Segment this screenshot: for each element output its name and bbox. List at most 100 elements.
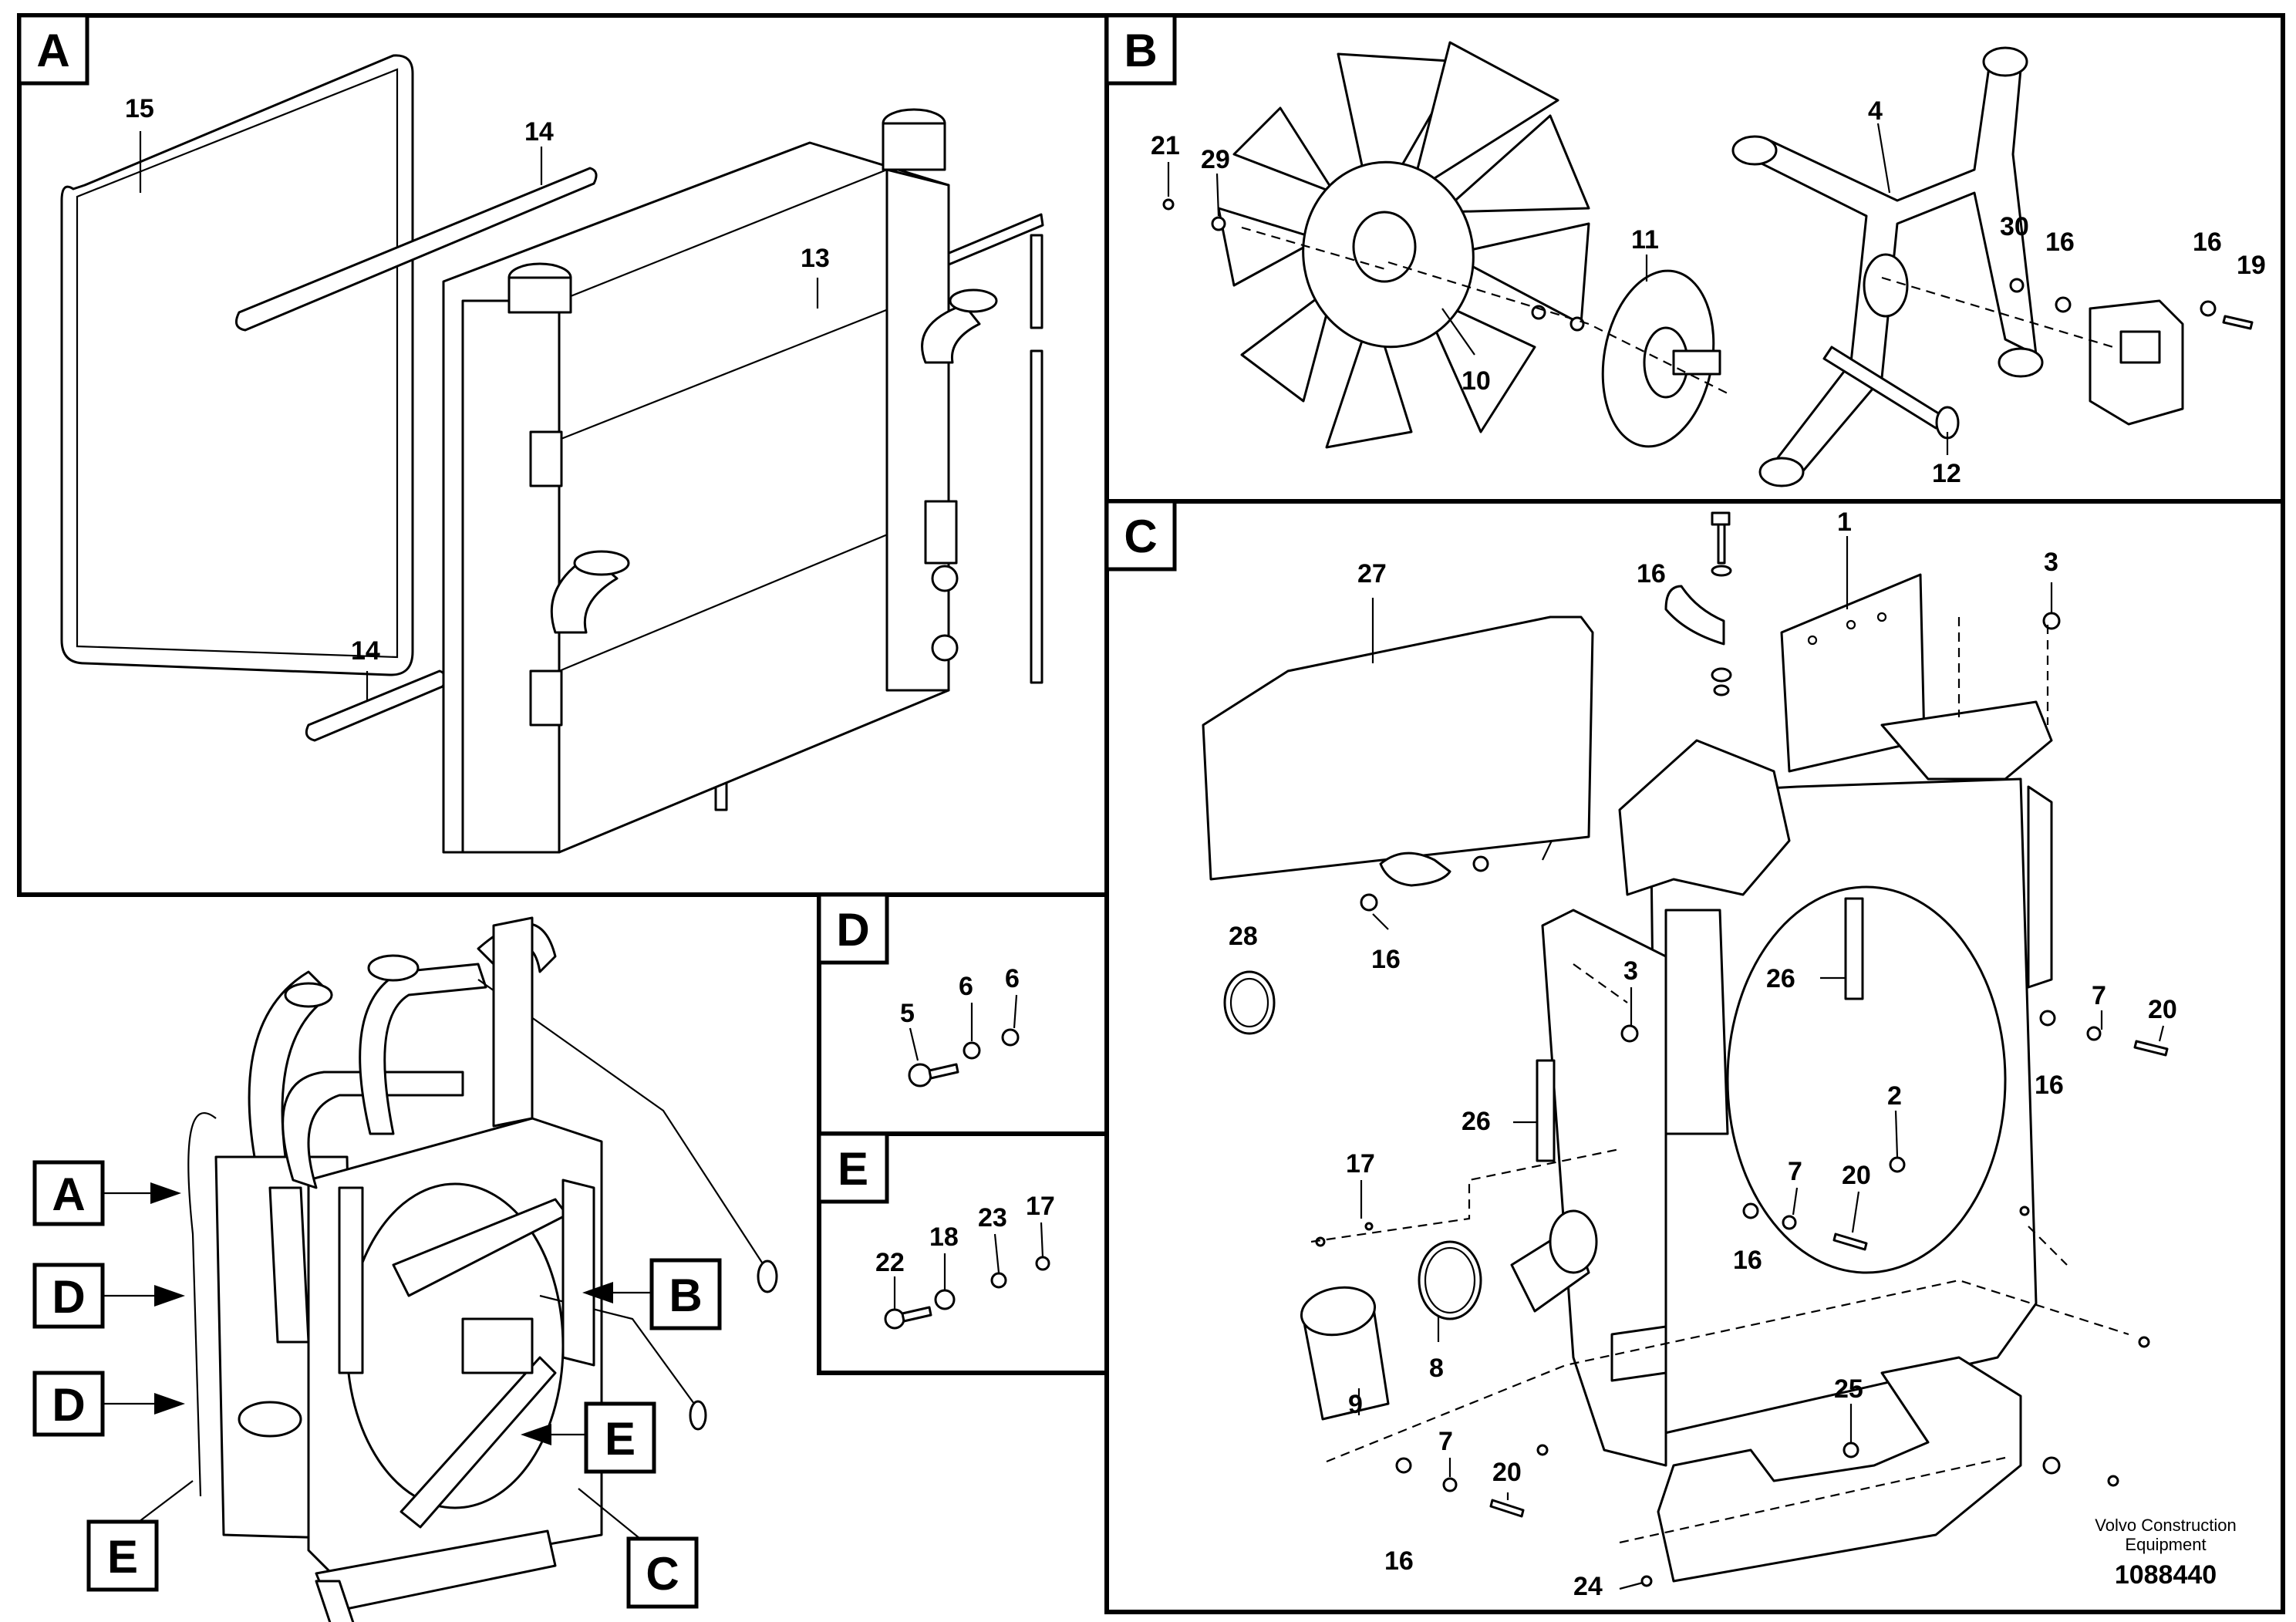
callout-c3a: 3	[2044, 548, 2058, 577]
strip-26-lower	[1536, 1059, 1556, 1162]
lower-guard	[1657, 1356, 2022, 1583]
callout-a13: 13	[801, 244, 830, 273]
callout-numbers: 15 14 13 14 21 29 10 11 4 12 30 16 16 19…	[125, 94, 2266, 1601]
callout-a14b: 14	[351, 636, 380, 666]
callout-d6a: 6	[959, 972, 973, 1001]
overview-tag-d-1: D	[32, 1263, 185, 1329]
callout-c16b: 16	[1371, 945, 1401, 974]
callout-b30: 30	[2000, 212, 2029, 241]
callout-b16a: 16	[2045, 228, 2075, 257]
callout-b21: 21	[1151, 131, 1180, 160]
shroud-1	[1541, 573, 2053, 1467]
callout-b4: 4	[1868, 96, 1883, 126]
svg-text:A: A	[52, 1168, 85, 1220]
callout-c26a: 26	[1766, 964, 1795, 993]
overview-tag-d-2: D	[32, 1371, 185, 1437]
fan-10	[1217, 41, 1590, 449]
panel-e-tag: E	[817, 1131, 889, 1204]
svg-text:B: B	[669, 1270, 702, 1321]
callout-e23: 23	[978, 1203, 1007, 1233]
fan-motor	[2089, 299, 2184, 426]
callout-c7b: 7	[1788, 1157, 1802, 1186]
panel-e-drawing	[884, 1222, 1050, 1330]
panel-d-drawing	[908, 994, 1020, 1088]
callout-c3b: 3	[1623, 956, 1638, 986]
brand-line-1: Volvo Construction	[2095, 1516, 2236, 1535]
overview-tag-c: C	[578, 1488, 699, 1609]
panel-d-tag: D	[817, 892, 889, 965]
panel-b-tag: B	[1104, 13, 1177, 86]
callout-c16d: 16	[1733, 1246, 1762, 1275]
callout-c25: 25	[1834, 1374, 1863, 1404]
overview-drawing	[187, 916, 778, 1622]
overview-tag-b: B	[582, 1258, 722, 1330]
cover-plate-27	[1202, 615, 1594, 881]
panel-a-tag: A	[17, 13, 89, 86]
svg-text:C: C	[646, 1548, 679, 1600]
radiator-core	[442, 108, 998, 854]
callout-e18: 18	[929, 1222, 959, 1252]
panel-c-drawing	[1202, 511, 2169, 1590]
drawing-footer: Volvo Construction Equipment 1088440	[2095, 1516, 2236, 1590]
callout-c24: 24	[1573, 1572, 1603, 1601]
callout-c16c: 16	[2035, 1071, 2064, 1100]
clamp-8	[1418, 1240, 1482, 1320]
pipe-connector	[1510, 1209, 1598, 1313]
callout-c7a: 7	[2092, 981, 2106, 1010]
overview-tag-e-1: E	[86, 1480, 194, 1592]
drawing-number: 1088440	[2115, 1560, 2217, 1590]
callout-c26b: 26	[1462, 1107, 1491, 1136]
svg-text:D: D	[52, 1271, 85, 1323]
callout-c17: 17	[1346, 1149, 1375, 1179]
callout-c16a: 16	[1637, 559, 1666, 588]
callout-b11: 11	[1631, 225, 1659, 255]
svg-text:D: D	[52, 1379, 85, 1431]
strip-26-upper	[1844, 897, 1864, 1000]
svg-text:C: C	[1124, 511, 1157, 562]
callout-b29: 29	[1201, 145, 1230, 174]
callout-c20b: 20	[1842, 1161, 1871, 1190]
callout-b16b: 16	[2193, 228, 2222, 257]
callout-b12: 12	[1932, 459, 1961, 488]
rubber-strip-14-top	[234, 167, 598, 332]
callout-c20c: 20	[1492, 1458, 1522, 1487]
callout-c8: 8	[1429, 1354, 1444, 1383]
brand-line-2: Equipment	[2125, 1535, 2206, 1554]
svg-text:A: A	[36, 25, 69, 76]
callout-c2: 2	[1887, 1081, 1902, 1111]
pin-12	[1822, 346, 1960, 440]
callout-b19: 19	[2237, 251, 2266, 280]
callout-c28: 28	[1229, 922, 1258, 951]
callout-c7c: 7	[1438, 1427, 1453, 1456]
callout-c9: 9	[1348, 1390, 1363, 1419]
sleeve-28	[1223, 970, 1276, 1035]
callout-c1: 1	[1837, 508, 1852, 537]
callout-e17: 17	[1026, 1192, 1055, 1221]
overview-tag-e-2: E	[521, 1401, 656, 1474]
panel-e-frame	[817, 1131, 1109, 1375]
svg-text:E: E	[838, 1143, 868, 1195]
overview-tag-a: A	[32, 1160, 181, 1226]
callout-a15: 15	[125, 94, 154, 123]
panel-b-drawing	[1162, 41, 2254, 487]
callout-b10: 10	[1462, 366, 1491, 396]
callout-d5: 5	[900, 999, 915, 1028]
hose-9	[1300, 1286, 1390, 1421]
rubber-strip-14-bottom	[305, 669, 447, 742]
panel-a-drawing	[60, 54, 1044, 854]
callout-c20a: 20	[2148, 995, 2177, 1024]
callout-e22: 22	[875, 1248, 905, 1277]
callout-d6b: 6	[1005, 964, 1020, 993]
seal-frame-15	[60, 54, 414, 676]
bracket-4	[1731, 46, 2044, 487]
svg-text:D: D	[836, 904, 869, 956]
callout-a14t: 14	[524, 117, 554, 147]
svg-text:E: E	[605, 1413, 636, 1465]
hub-plate-11	[1601, 269, 1721, 448]
svg-text:E: E	[107, 1531, 138, 1583]
callout-c27: 27	[1357, 559, 1387, 588]
panel-c-tag: C	[1104, 499, 1177, 572]
svg-text:B: B	[1124, 25, 1157, 76]
callout-c16e: 16	[1384, 1546, 1414, 1576]
